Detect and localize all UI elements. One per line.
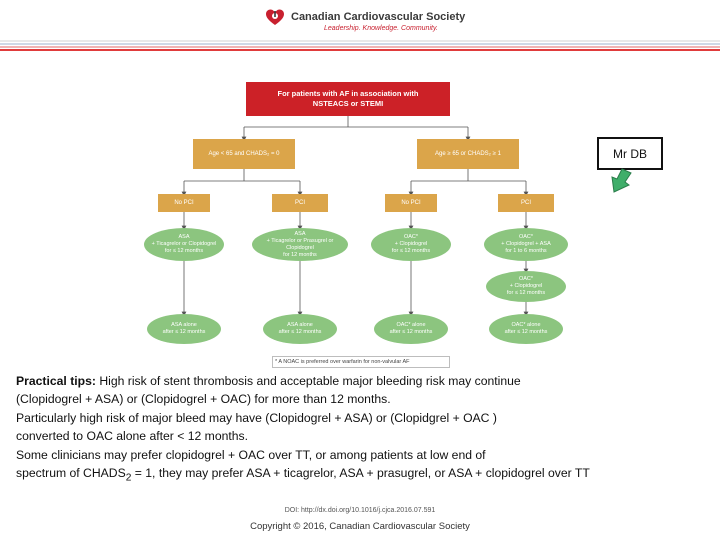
final-therapy-oval: OAC* alone after ≤ 12 months <box>489 314 563 344</box>
heart-logo-icon <box>266 9 284 25</box>
practical-tips: Practical tips: High risk of stent throm… <box>16 372 706 488</box>
therapy-oval: OAC* + Clopidogrel for ≤ 12 months <box>371 228 451 261</box>
therapy-oval: ASA + Ticagrelor or Clopidogrel for ≤ 12… <box>144 228 224 261</box>
branch-box-low-risk: Age < 65 and CHADS₂ = 0 <box>193 139 295 169</box>
tips-line: Particularly high risk of major bleed ma… <box>16 410 497 425</box>
oval-line: + Clopidogrel + ASA <box>501 241 551 247</box>
therapy-oval: ASA + Ticagrelor or Prasugrel or Clopido… <box>252 228 348 261</box>
oval-line: + Ticagrelor or Clopidogrel <box>151 241 217 247</box>
tips-line: Some clinicians may prefer clopidogrel +… <box>16 447 486 462</box>
org-name: Canadian Cardiovascular Society <box>291 11 466 23</box>
tips-text: High risk of stent thrombosis and accept… <box>95 374 521 388</box>
oval-line: OAC* alone <box>511 322 541 328</box>
pci-box: PCI <box>272 194 328 212</box>
noac-footnote: * A NOAC is preferred over warfarin for … <box>272 356 450 368</box>
arrow-down-left-icon <box>611 168 632 193</box>
final-therapy-oval: ASA alone after ≤ 12 months <box>263 314 337 344</box>
tips-text: spectrum of CHADS <box>16 466 126 481</box>
oval-line: OAC* <box>403 234 419 240</box>
final-therapy-oval: ASA alone after ≤ 12 months <box>147 314 221 344</box>
oval-line: + Clopidogrel <box>509 283 543 289</box>
oval-line: after ≤ 12 months <box>278 329 322 335</box>
oval-line: ASA <box>294 230 306 237</box>
oval-line: OAC* alone <box>396 322 426 328</box>
oval-line: after ≤ 12 months <box>389 329 433 335</box>
oval-line: + Ticagrelor or Prasugrel or Clopidogrel <box>266 237 334 251</box>
oac-followup-oval: OAC* + Clopidogrel for ≤ 12 months <box>486 271 566 302</box>
oval-line: for 12 months <box>283 251 317 258</box>
header-rule <box>0 40 720 42</box>
branch-box-high-risk: Age ≥ 65 or CHADS₂ ≥ 1 <box>417 139 519 169</box>
oval-line: for ≤ 12 months <box>391 248 431 254</box>
patient-criteria-box: For patients with AF in association with… <box>246 82 450 116</box>
tips-subscript: 2 <box>125 472 132 484</box>
oval-line: after ≤ 12 months <box>504 329 548 335</box>
oval-line: OAC* <box>518 234 534 240</box>
header-rule <box>0 43 720 45</box>
org-tagline: Leadership. Knowledge. Community. <box>324 25 438 32</box>
tips-line: spectrum of CHADS2 = 1, they may prefer … <box>16 464 706 488</box>
oval-line: for 1 to 6 months <box>505 248 547 254</box>
pci-box: No PCI <box>385 194 437 212</box>
criteria-line-2: NSTEACS or STEMI <box>312 99 384 108</box>
tips-line: converted to OAC alone after < 12 months… <box>16 429 249 444</box>
therapy-oval: OAC* + Clopidogrel + ASA for 1 to 6 mont… <box>484 228 568 261</box>
oval-line: ASA alone <box>171 322 197 328</box>
header-rule <box>0 49 720 51</box>
oval-line: ASA alone <box>287 322 313 328</box>
criteria-line-1: For patients with AF in association with <box>277 89 419 98</box>
tips-line: Practical tips: High risk of stent throm… <box>16 372 706 390</box>
mr-db-callout: Mr DB <box>597 137 663 170</box>
oval-line: for ≤ 12 months <box>506 290 546 296</box>
copyright-notice: Copyright © 2016, Canadian Cardiovascula… <box>250 521 470 532</box>
final-therapy-oval: OAC* alone after ≤ 12 months <box>374 314 448 344</box>
oval-line: + Clopidogrel <box>394 241 428 247</box>
oval-line: for ≤ 12 months <box>164 248 204 254</box>
header-rule <box>0 46 720 48</box>
pci-box: PCI <box>498 194 554 212</box>
oval-line: ASA <box>178 234 190 240</box>
oval-line: after ≤ 12 months <box>162 329 206 335</box>
tips-text: = 1, they may prefer ASA + ticagrelor, A… <box>131 466 590 481</box>
pci-box: No PCI <box>158 194 210 212</box>
doi-link[interactable]: DOI: http://dx.doi.org/10.1016/j.cjca.20… <box>284 507 436 514</box>
tips-heading: Practical tips: <box>16 374 96 388</box>
tips-line: (Clopidogrel + ASA) or (Clopidogrel + OA… <box>16 392 391 407</box>
oval-line: OAC* <box>518 276 534 282</box>
